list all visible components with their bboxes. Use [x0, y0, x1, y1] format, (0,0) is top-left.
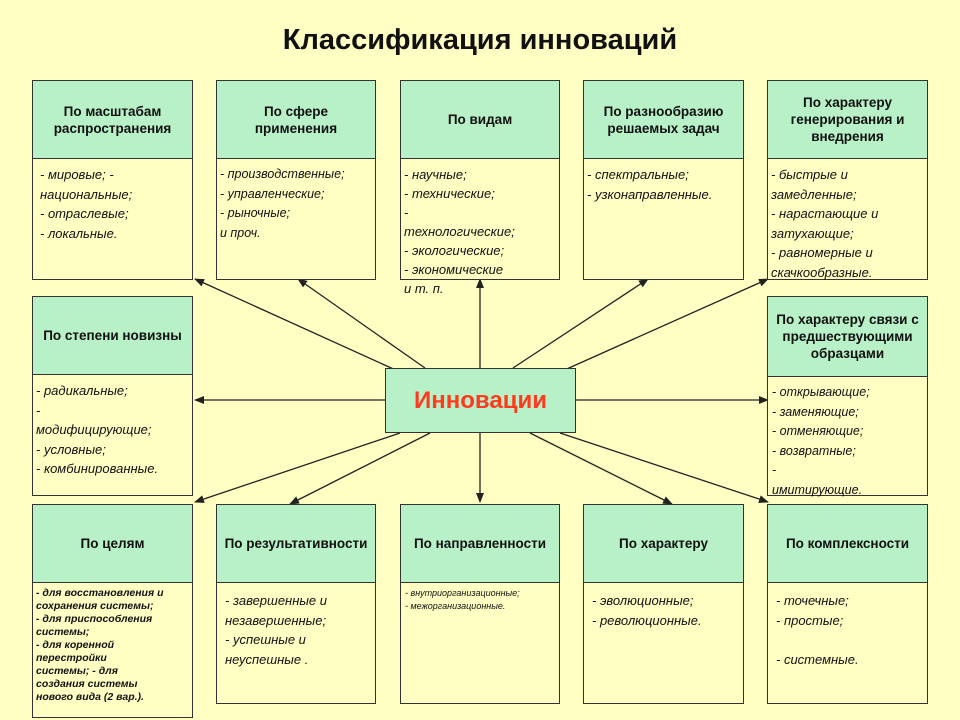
arrow-to-complexity: [559, 432, 769, 503]
box-kinds: По видам - научные; - технические; - тех…: [400, 80, 560, 296]
arrow-to-character: [529, 432, 673, 505]
box-generation: По характеру генерирования и внедрения -…: [767, 80, 928, 280]
box-direction-header: По направленности: [401, 505, 559, 583]
box-kinds-list: - научные; - технические; - технологичес…: [404, 167, 515, 296]
box-variety-header: По разнообразию решаемых задач: [584, 81, 743, 159]
box-generation-list: - быстрые и замедленные; - нарастающие и…: [771, 167, 879, 280]
box-results-header: По результативности: [217, 505, 375, 583]
box-character-list: - эволюционные; - революционные.: [592, 593, 702, 628]
box-complexity-list: - точечные; - простые; - системные.: [776, 593, 859, 667]
box-kinds-header: По видам: [401, 81, 559, 159]
box-relation-list: - открывающие; - заменяющие; - отменяющи…: [772, 385, 870, 497]
box-complexity: По комплексности - точечные; - простые; …: [767, 504, 928, 704]
box-variety: По разнообразию решаемых задач - спектра…: [583, 80, 744, 280]
box-results-list: - завершенные и незавершенные; - успешны…: [225, 593, 327, 667]
arrow-to-goals: [194, 432, 401, 503]
box-direction-list: - внутриорганизационные; - межорганизаци…: [405, 588, 520, 611]
box-relation: По характеру связи с предшествующими обр…: [767, 296, 928, 497]
box-scale-list: - мировые; - национальные; - отраслевые;…: [40, 167, 133, 241]
diagram-title: Классификация инноваций: [282, 24, 678, 56]
box-goals: По целям - для восстановления и сохранен…: [32, 504, 193, 718]
arrow-to-sphere: [297, 278, 426, 369]
box-results: По результативности - завершенные и неза…: [216, 504, 376, 704]
box-sphere: По сфере применения - производственные; …: [216, 80, 376, 280]
box-sphere-list: - производственные; - управленческие; - …: [220, 167, 345, 240]
box-sphere-header: По сфере применения: [217, 81, 375, 159]
box-goals-list: - для восстановления и сохранения систем…: [36, 587, 164, 703]
box-novelty-header: По степени новизны: [33, 297, 192, 375]
box-direction: По направленности - внутриорганизационны…: [400, 504, 560, 704]
box-novelty: По степени новизны - радикальные; - моди…: [32, 296, 193, 496]
arrow-to-scale: [194, 278, 401, 373]
box-variety-list: - спектральные; - узконаправленные.: [587, 167, 713, 202]
box-scale-header: По масштабам распространения: [33, 81, 192, 159]
arrow-to-results: [289, 432, 431, 505]
arrow-to-variety: [512, 278, 649, 369]
center-innovations-box: Инновации: [385, 368, 576, 433]
box-character: По характеру - эволюционные; - революцио…: [583, 504, 744, 704]
box-novelty-list: - радикальные; - модифицирующие; - услов…: [36, 383, 159, 476]
box-complexity-header: По комплексности: [768, 505, 927, 583]
box-scale: По масштабам распространения - мировые; …: [32, 80, 193, 280]
box-goals-header: По целям: [33, 505, 192, 583]
box-relation-header: По характеру связи с предшествующими обр…: [768, 297, 927, 377]
box-generation-header: По характеру генерирования и внедрения: [768, 81, 927, 159]
box-character-header: По характеру: [584, 505, 743, 583]
arrow-to-generation: [559, 278, 769, 373]
